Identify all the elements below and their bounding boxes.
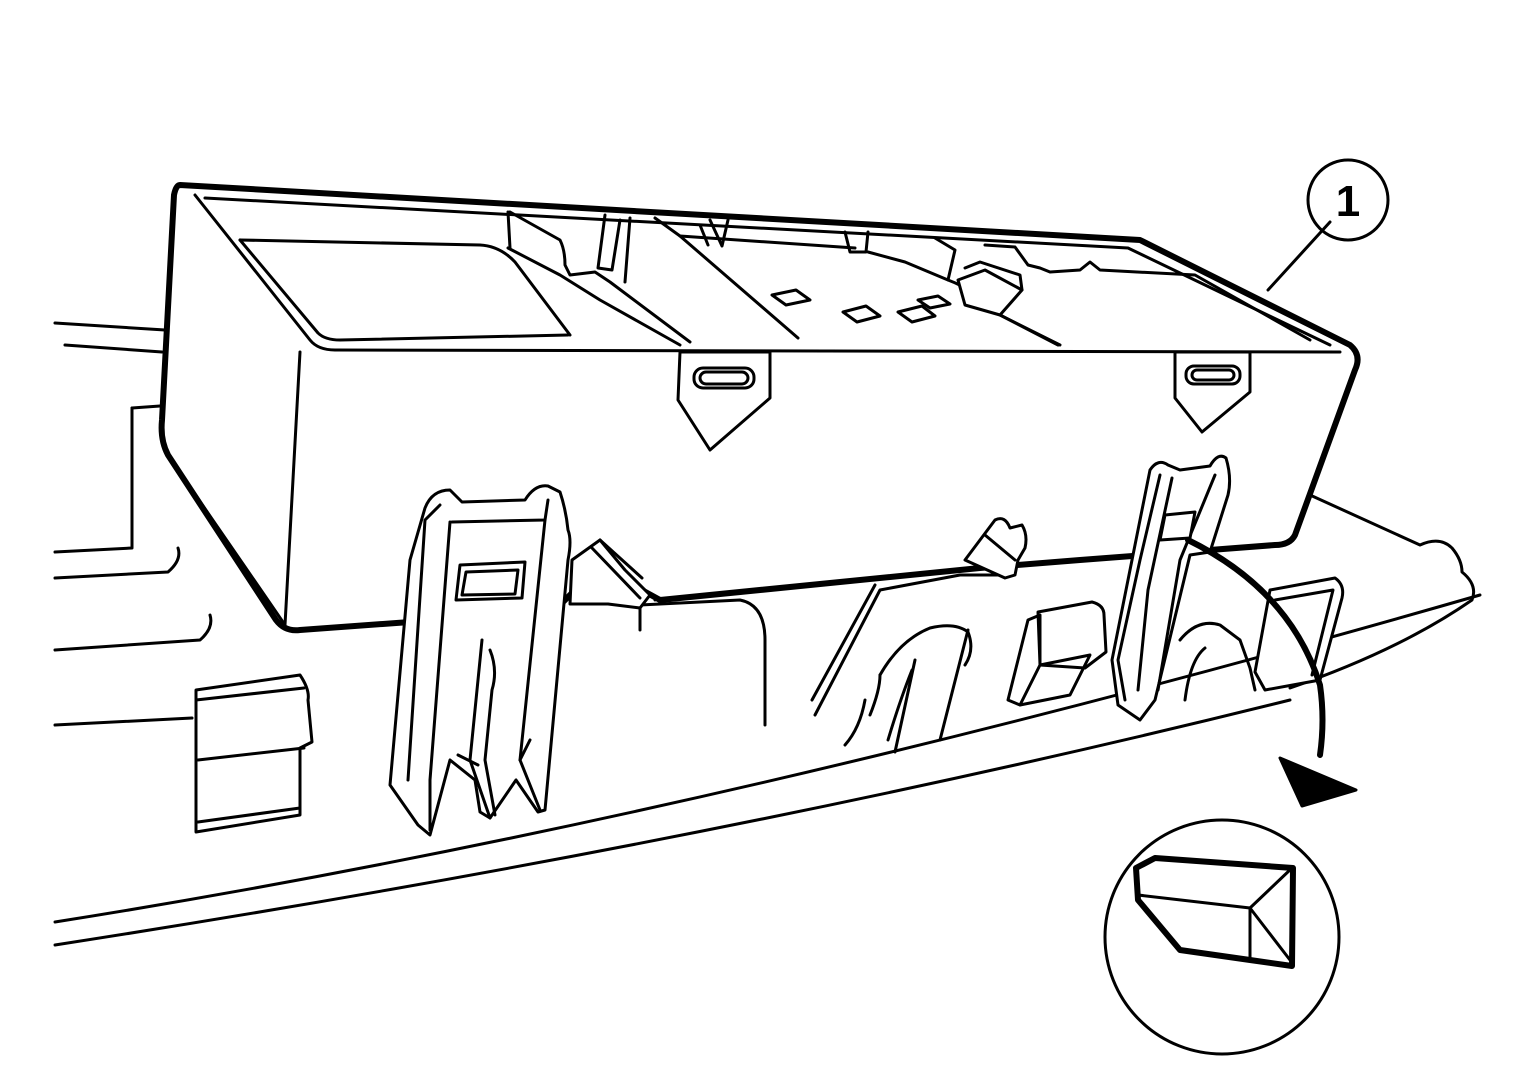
rotation-arrow — [1185, 537, 1358, 808]
detail-inset — [1103, 818, 1341, 1056]
dashboard-panel — [53, 321, 1482, 947]
callout-label: 1 — [1336, 177, 1360, 226]
callout-1: 1 — [1266, 158, 1390, 292]
left-hinge-arm — [388, 484, 652, 837]
left-bracket — [194, 673, 314, 834]
